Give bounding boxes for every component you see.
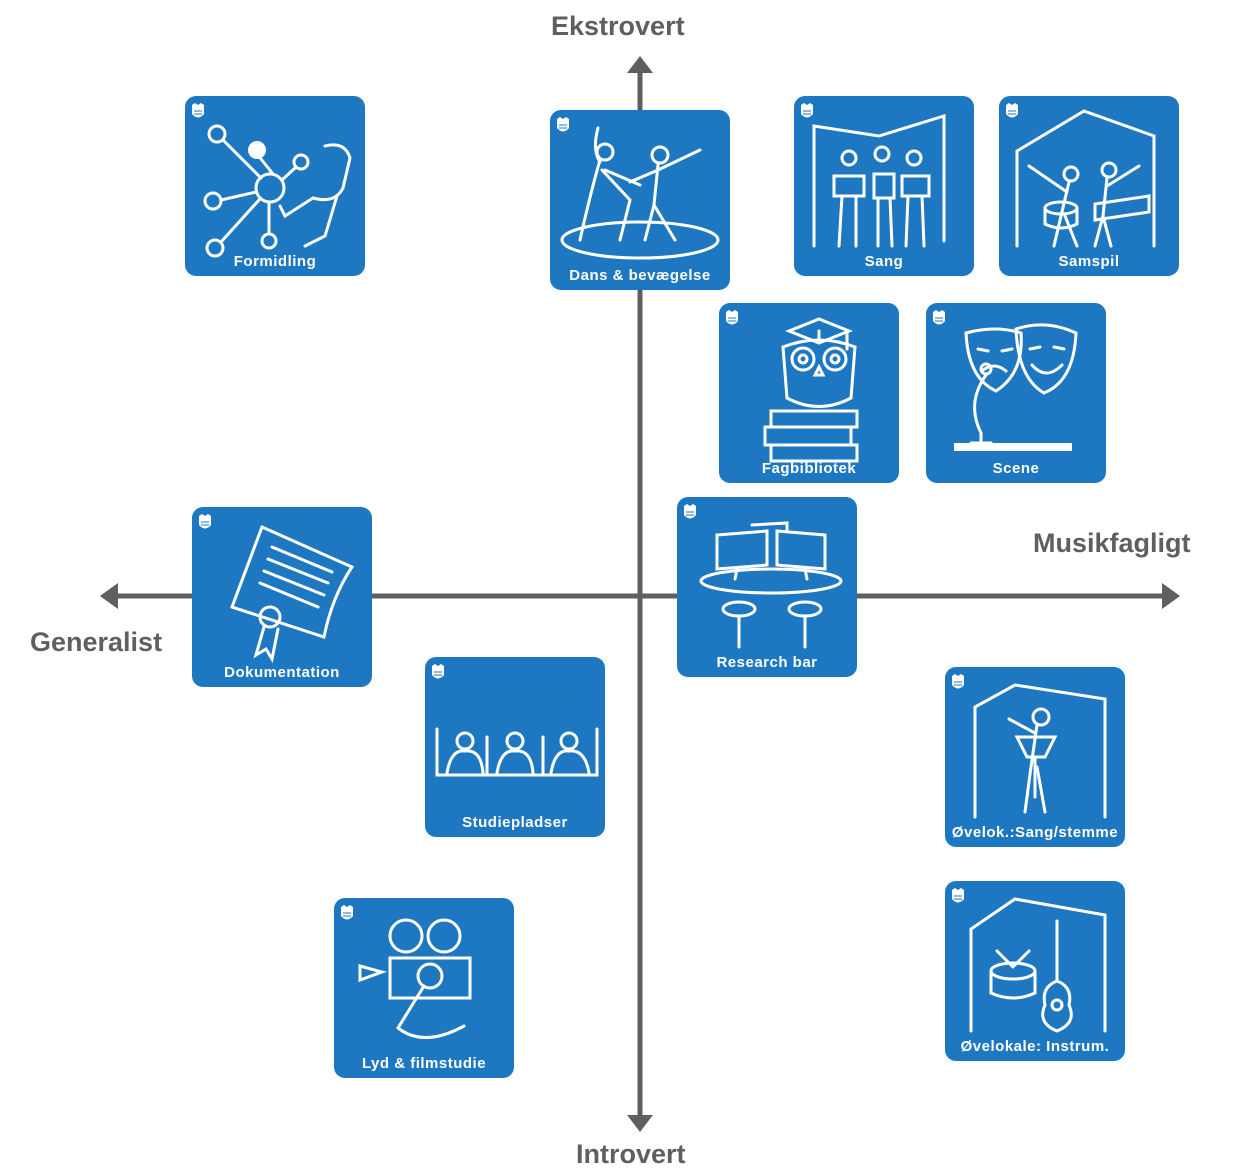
theatre-masks-icon: [954, 323, 1078, 451]
crest-icon: [1006, 103, 1018, 118]
tile-label: Scene: [992, 460, 1040, 477]
down-arrow-icon: [627, 1115, 653, 1132]
crest-icon: [952, 888, 964, 903]
certificate-icon: [230, 524, 355, 664]
axis-label-top: Ekstrovert: [551, 11, 685, 41]
singer-booth-icon: [973, 683, 1107, 819]
up-arrow-icon: [627, 56, 653, 73]
crest-icon: [801, 103, 813, 118]
tile-ovelok-sang[interactable]: Øvelok.:Sang/stemme: [945, 667, 1125, 847]
drum-guitar-icon: [969, 897, 1107, 1033]
owl-books-icon: [763, 317, 859, 463]
tile-fagbibliotek[interactable]: Fagbibliotek: [719, 303, 899, 483]
crest-icon: [726, 310, 738, 325]
network-person-icon: [203, 124, 352, 258]
tile-studiepladser[interactable]: Studiepladser: [425, 657, 605, 837]
tile-formidling[interactable]: Formidling: [185, 96, 365, 276]
axis-label-right: Musikfagligt: [1033, 528, 1191, 558]
tile-research-bar[interactable]: Research bar: [677, 497, 857, 677]
crest-icon: [933, 310, 945, 325]
crest-icon: [952, 674, 964, 689]
tile-label: Øvelok.:Sang/stemme: [951, 824, 1119, 841]
tile-scene[interactable]: Scene: [926, 303, 1106, 483]
crest-icon: [432, 664, 444, 679]
crest-icon: [192, 103, 204, 118]
tile-label: Studiepladser: [462, 814, 568, 831]
tile-lyd-filmstudie[interactable]: Lyd & filmstudie: [334, 898, 514, 1078]
tile-label: Dans & bevægelse: [569, 267, 711, 284]
axis-label-left: Generalist: [30, 627, 163, 657]
tile-ovelokale-instrum[interactable]: Øvelokale: Instrum.: [945, 881, 1125, 1061]
tile-dokumentation[interactable]: Dokumentation: [192, 507, 372, 687]
crest-icon: [341, 905, 353, 920]
crest-icon: [199, 514, 211, 529]
study-desks-icon: [435, 727, 599, 777]
band-icon: [1015, 109, 1156, 248]
tile-label: Øvelokale: Instrum.: [960, 1038, 1110, 1055]
computers-bar-icon: [699, 521, 843, 649]
tile-label: Sang: [864, 253, 904, 270]
tile-label: Formidling: [233, 253, 317, 270]
tile-label: Dokumentation: [224, 664, 340, 681]
dancers-icon: [560, 126, 720, 260]
axis-label-bottom: Introvert: [576, 1139, 686, 1169]
right-arrow-icon: [1162, 583, 1180, 609]
choir-icon: [812, 113, 946, 248]
crest-icon: [557, 117, 569, 132]
tile-label: Lyd & filmstudie: [361, 1055, 487, 1072]
tile-label: Research bar: [716, 654, 818, 671]
tile-dans-bevaegelse[interactable]: Dans & bevægelse: [550, 110, 730, 290]
tile-label: Samspil: [1058, 253, 1120, 270]
tile-sang[interactable]: Sang: [794, 96, 974, 276]
left-arrow-icon: [100, 583, 118, 609]
camera-microphone-icon: [358, 918, 472, 1039]
tile-label: Fagbibliotek: [761, 460, 857, 477]
tile-samspil[interactable]: Samspil: [999, 96, 1179, 276]
crest-icon: [684, 504, 696, 519]
